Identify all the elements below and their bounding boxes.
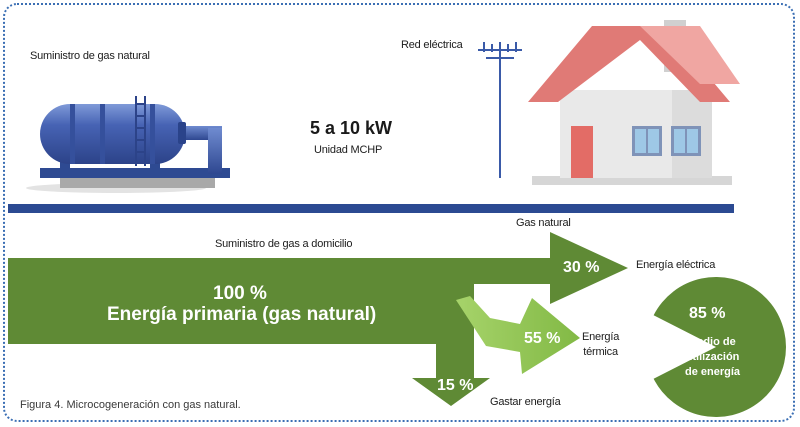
primary-percent: 100 % (213, 283, 267, 304)
electric-percent: 30 % (563, 259, 600, 276)
thermal-energy-label: Energía térmica (582, 330, 619, 360)
utilization-line1: Radio de (689, 336, 736, 348)
spent-energy-label: Gastar energía (490, 396, 561, 408)
utilization-pie-slice (653, 277, 786, 417)
figure-frame (3, 3, 795, 422)
utilization-caption: Radio de utilización de energía (685, 335, 740, 380)
gas-supply-label: Suministro de gas natural (30, 50, 150, 62)
power-pole-icon (478, 42, 522, 178)
unit-label: Unidad MCHP (314, 144, 383, 156)
power-range-label: 5 a 10 kW (310, 118, 393, 138)
gas-natural-label: Gas natural (516, 217, 571, 229)
primary-energy-arrow (8, 232, 628, 406)
ground-line (8, 204, 734, 213)
thermal-energy-arrow (456, 296, 580, 374)
utilization-pie-chart (653, 277, 786, 417)
gas-tank-icon (26, 96, 230, 193)
house-icon (528, 20, 740, 185)
electric-energy-label: Energía eléctrica (636, 259, 716, 271)
utilization-line2: utilización (685, 351, 740, 363)
figure-caption: Figura 4. Microcogeneración con gas natu… (20, 399, 241, 411)
utilization-line3: de energía (685, 366, 741, 378)
loss-percent: 15 % (437, 377, 474, 394)
thermal-percent: 55 % (524, 330, 561, 347)
primary-energy-label: Energía primaria (gas natural) (107, 304, 377, 325)
thermal-energy-label-line2: térmica (583, 346, 618, 358)
utilization-percent: 85 % (689, 305, 726, 322)
thermal-energy-label-line1: Energía (582, 331, 620, 343)
grid-label: Red eléctrica (401, 39, 463, 51)
home-gas-supply-label: Suministro de gas a domicilio (215, 238, 353, 250)
